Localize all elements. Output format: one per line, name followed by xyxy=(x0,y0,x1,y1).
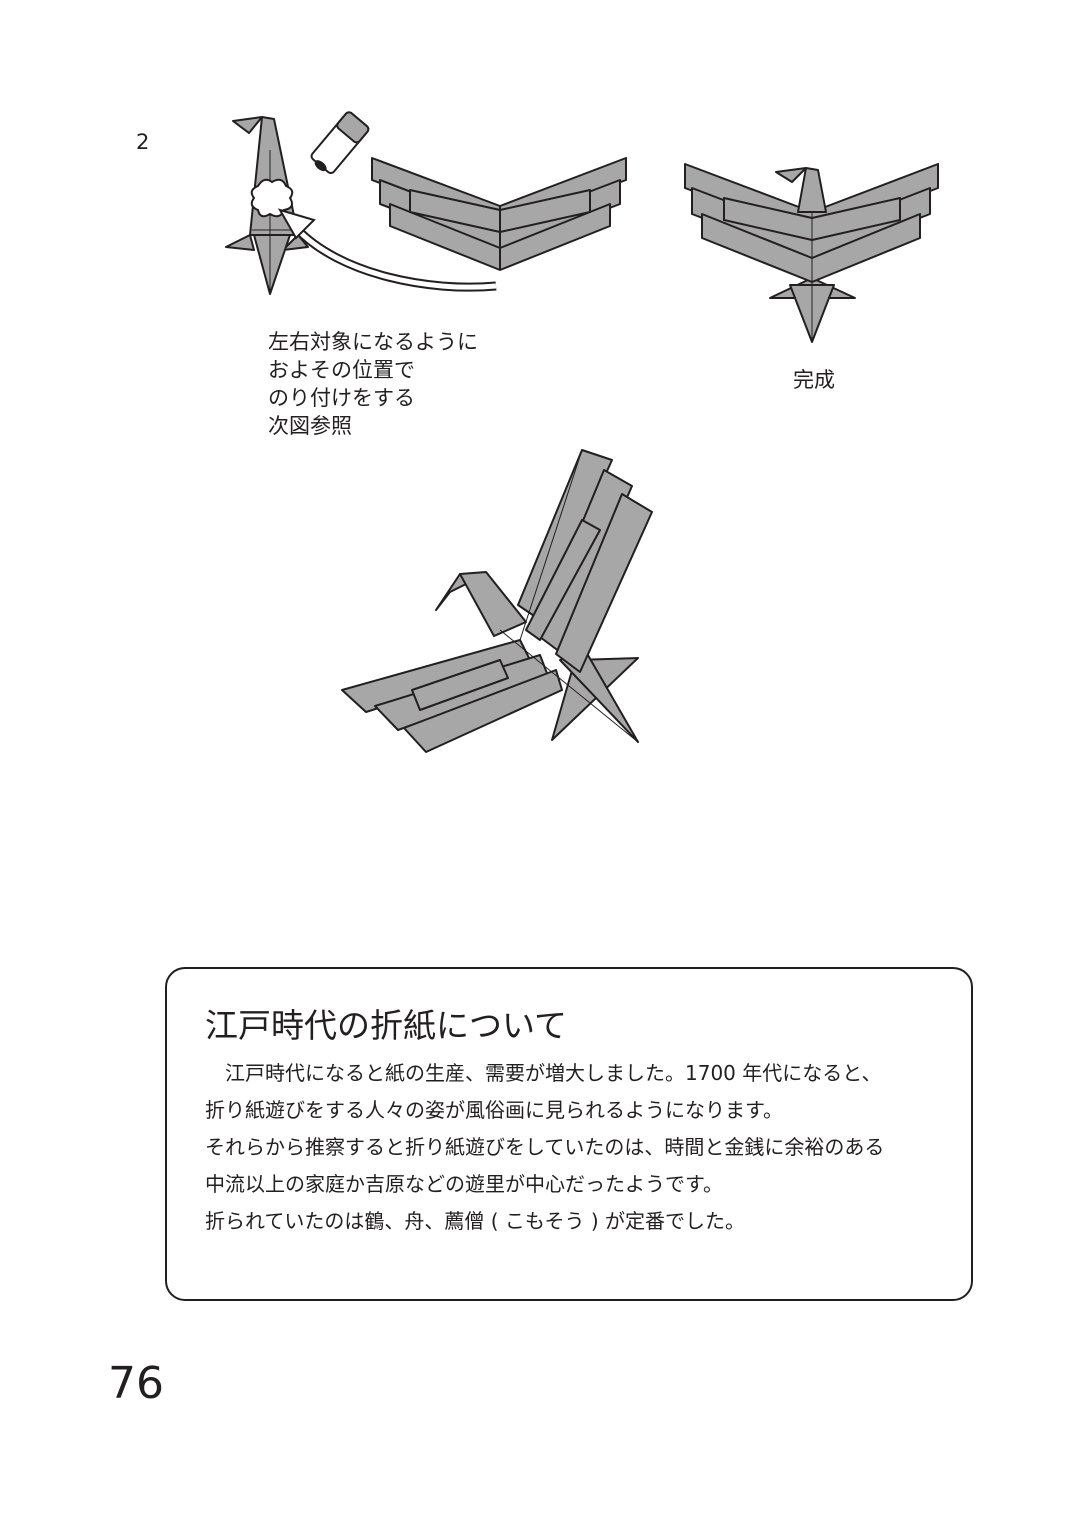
instruction-text: 左右対象になるように およその位置で のり付けをする 次図参照 xyxy=(268,328,478,440)
info-box-body: 江戸時代になると紙の生産、需要が増大しました。1700 年代になると、 折り紙遊… xyxy=(205,1055,884,1240)
completed-eagle-front xyxy=(684,163,939,343)
info-box: 江戸時代の折紙について 江戸時代になると紙の生産、需要が増大しました。1700 … xyxy=(165,967,973,1301)
instruction-line: のり付けをする xyxy=(268,386,415,410)
info-paragraph-line: 折られていたのは鶴、舟、薦僧 ( こもそう ) が定番でした。 xyxy=(205,1209,746,1233)
instruction-line: およその位置で xyxy=(268,358,415,382)
instruction-line: 左右対象になるように xyxy=(268,330,478,354)
info-box-title: 江戸時代の折紙について xyxy=(205,1006,568,1045)
info-paragraph-line: 中流以上の家庭か吉原などの遊里が中心だったようです。 xyxy=(205,1172,723,1196)
completed-eagle-perspective xyxy=(341,449,653,753)
info-paragraph-line: それらから推察すると折り紙遊びをしていたのは、時間と金銭に余裕のある xyxy=(205,1135,885,1159)
info-paragraph-line: 江戸時代になると紙の生産、需要が増大しました。1700 年代になると、 xyxy=(205,1061,882,1085)
page-number: 76 xyxy=(108,1358,164,1409)
completed-label: 完成 xyxy=(793,368,835,392)
curved-arrow-icon xyxy=(277,208,497,292)
instruction-line: 次図参照 xyxy=(268,414,352,438)
step-illustration xyxy=(225,111,627,295)
wing-piece xyxy=(371,157,627,271)
glue-stick-icon xyxy=(310,111,370,175)
glue-spot-icon xyxy=(250,178,294,218)
info-paragraph-line: 折り紙遊びをする人々の姿が風俗画に見られるようになります。 xyxy=(205,1098,783,1122)
step-number: 2 xyxy=(136,130,150,154)
